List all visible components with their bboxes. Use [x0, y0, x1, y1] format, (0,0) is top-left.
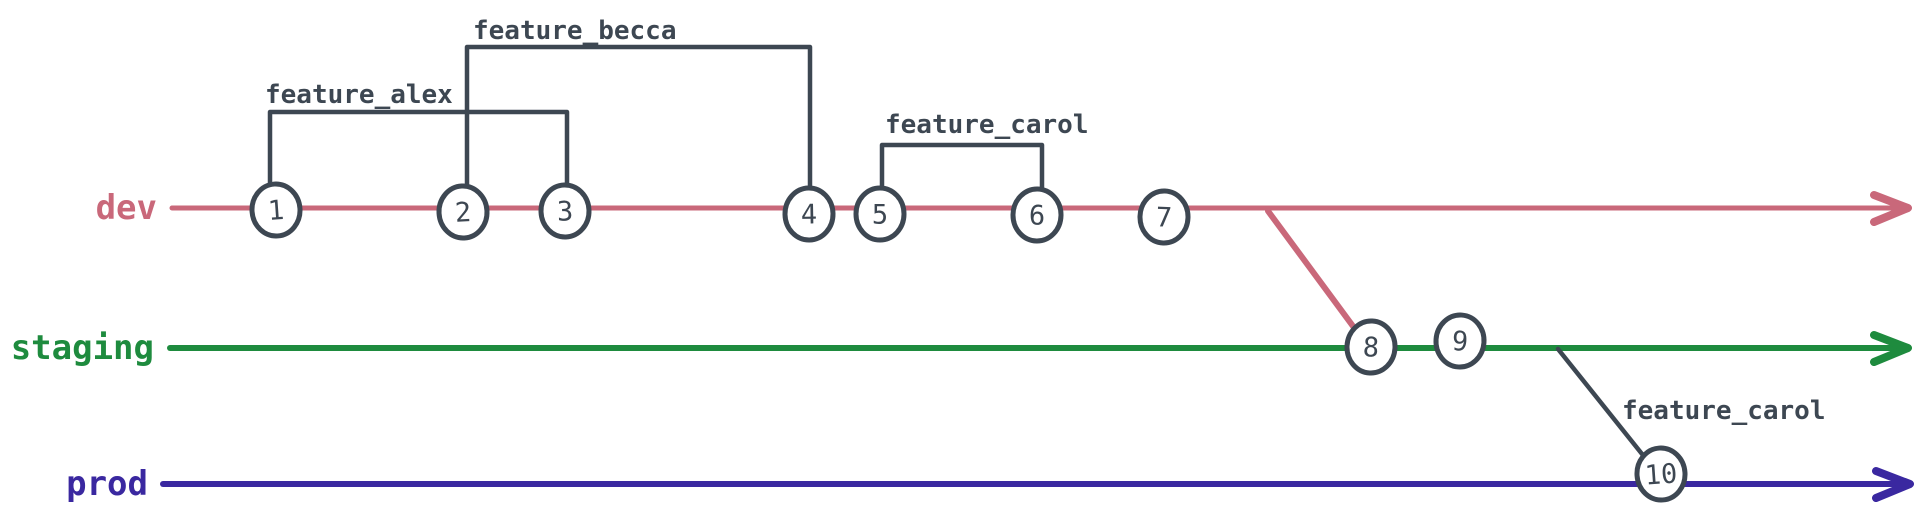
commit-circle	[436, 183, 490, 241]
commit-node: 8	[1344, 318, 1398, 376]
branch-label-prod: prod	[66, 464, 148, 504]
feature-label: feature_carol	[1622, 396, 1826, 426]
merge-edge	[1265, 208, 1361, 336]
commit-number: 3	[556, 196, 573, 228]
commit-number: 9	[1451, 326, 1469, 358]
commit-node: 3	[538, 182, 592, 240]
commit-number: 4	[801, 199, 818, 230]
commit-node: 2	[436, 183, 490, 241]
feature-bracket	[267, 109, 570, 189]
commit-circle	[1433, 312, 1487, 370]
commit-number: 5	[872, 200, 888, 231]
arrowhead-icon	[1870, 331, 1912, 366]
commit-circle	[782, 185, 836, 243]
feature-label: feature_becca	[473, 16, 677, 46]
commit-circle	[1634, 445, 1688, 503]
feature-label: feature_carol	[885, 110, 1089, 140]
commit-number: 8	[1362, 332, 1380, 364]
commit-circle	[853, 185, 907, 243]
commit-circle	[538, 182, 592, 240]
commit-node: 7	[1137, 188, 1191, 246]
feature-bracket	[879, 142, 1045, 193]
feature-label: feature_alex	[265, 80, 453, 110]
commit-node: 5	[853, 185, 907, 243]
commit-node: 4	[782, 185, 836, 243]
merge-edge	[1555, 346, 1649, 462]
feature-bracket	[464, 44, 813, 192]
commit-number: 10	[1644, 458, 1679, 491]
commit-circle	[1344, 318, 1398, 376]
commit-circle	[249, 181, 303, 239]
commit-number: 7	[1155, 202, 1172, 234]
commit-node: 1	[249, 181, 303, 239]
commit-node: 10	[1634, 445, 1688, 503]
commit-node: 9	[1433, 312, 1487, 370]
commit-node: 6	[1010, 186, 1064, 244]
commit-circle	[1010, 186, 1064, 244]
branch-label-staging: staging	[11, 328, 154, 368]
commit-circle	[1137, 188, 1191, 246]
commit-number: 2	[454, 197, 472, 229]
branch-label-dev: dev	[96, 188, 157, 228]
arrowhead-icon	[1870, 191, 1912, 226]
commit-number: 1	[267, 195, 285, 227]
commit-number: 6	[1029, 200, 1046, 231]
arrowhead-icon	[1872, 467, 1914, 502]
